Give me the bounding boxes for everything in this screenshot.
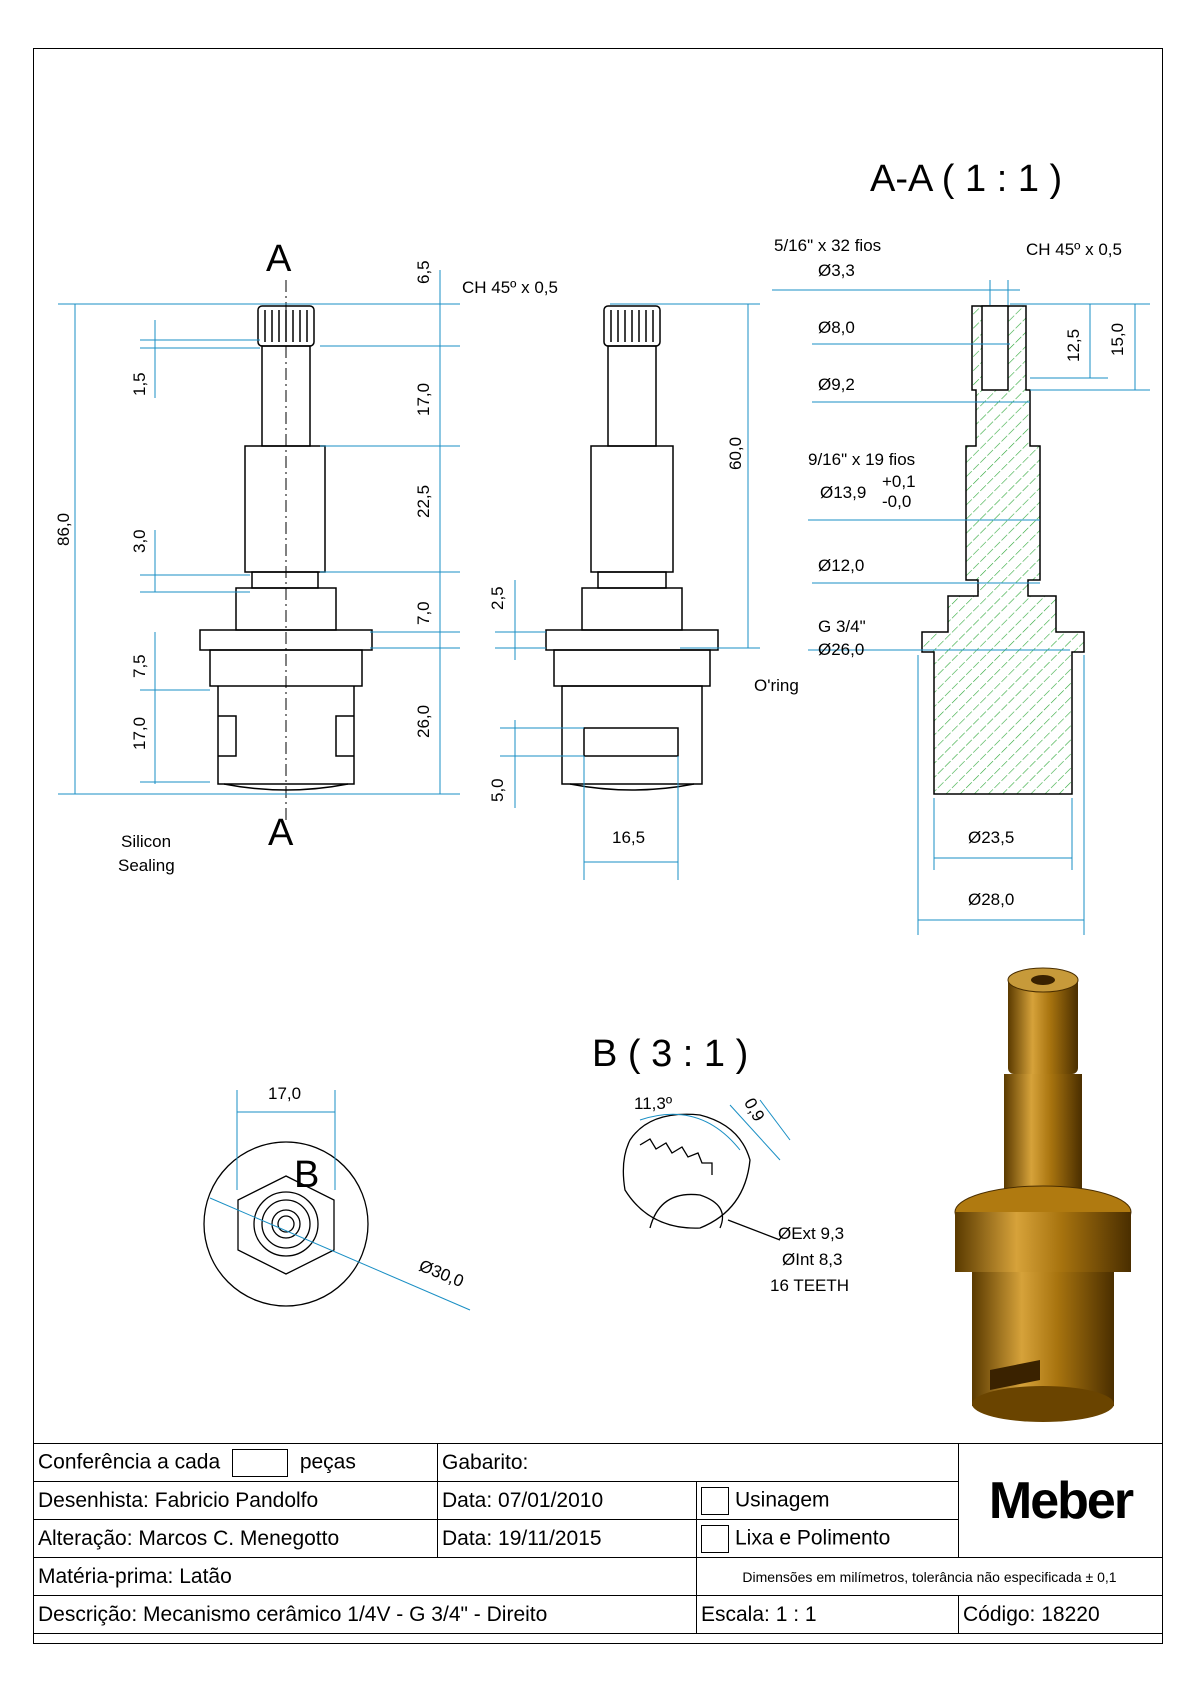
dim-6-5: 6,5	[414, 260, 433, 284]
detail-view	[622, 1113, 781, 1241]
top-dim-lines	[209, 1090, 471, 1311]
tol-plus: +0,1	[882, 472, 916, 491]
dim-17-0-top: 17,0	[414, 382, 433, 416]
data2-value: 19/11/2015	[498, 1526, 602, 1550]
alteracao-value: Marcos C. Menegotto	[138, 1526, 340, 1550]
usinagem-checkbox[interactable]	[701, 1486, 729, 1515]
lixa-checkbox[interactable]	[701, 1524, 729, 1553]
dim-5-0: 5,0	[488, 778, 507, 802]
tolerancia-note: Dimensões em milímetros, tolerância não …	[696, 1557, 1163, 1596]
data2-cell: Data: 19/11/2015	[437, 1519, 697, 1558]
data2-label: Data:	[442, 1526, 493, 1550]
silicon-label: Silicon	[121, 832, 172, 851]
part-render	[954, 967, 1132, 1422]
descricao-label: Descrição:	[38, 1602, 138, 1626]
d280-label: Ø28,0	[968, 890, 1015, 909]
detail-int: ØInt 8,3	[782, 1250, 843, 1269]
top-width-label: 17,0	[268, 1084, 302, 1103]
d92-label: Ø9,2	[818, 375, 855, 394]
materia-value: Latão	[179, 1564, 232, 1588]
dim-7-5: 7,5	[130, 654, 149, 678]
d139-label: Ø13,9	[820, 483, 867, 502]
codigo-cell: Código: 18220	[958, 1595, 1163, 1634]
dim-1-5: 1,5	[130, 372, 149, 396]
front-dim-lines	[58, 270, 460, 795]
d80-label: Ø8,0	[818, 318, 855, 337]
section-letter-top: A	[266, 238, 292, 280]
section-dim-lines	[772, 280, 1150, 935]
descricao-cell: Descrição: Mecanismo cerâmico 1/4V - G 3…	[33, 1595, 697, 1634]
top-view	[203, 1141, 369, 1307]
section-chamfer-label: CH 45º x 0,5	[1026, 240, 1122, 259]
escala-label: Escala:	[701, 1602, 770, 1626]
logo: Meber	[958, 1443, 1163, 1558]
descricao-value: Mecanismo cerâmico 1/4V - G 3/4" - Direi…	[143, 1602, 548, 1626]
escala-value: 1 : 1	[775, 1602, 817, 1626]
h125-label: 12,5	[1064, 328, 1083, 362]
escala-cell: Escala: 1 : 1	[696, 1595, 959, 1634]
desenhista-value: Fabricio Pandolfo	[154, 1488, 319, 1512]
detail-title: B ( 3 : 1 )	[592, 1033, 749, 1075]
dim-2-5: 2,5	[488, 586, 507, 610]
data1-cell: Data: 07/01/2010	[437, 1481, 697, 1520]
alteracao-cell: Alteração: Marcos C. Menegotto	[33, 1519, 438, 1558]
usinagem-label: Usinagem	[735, 1488, 830, 1512]
usinagem-cell: Usinagem	[696, 1481, 959, 1520]
oring-label: O'ring	[754, 676, 799, 695]
dim-3-0: 3,0	[130, 529, 149, 553]
side-chamfer-label: CH 45º x 0,5	[462, 278, 558, 297]
sealing-label: Sealing	[118, 856, 175, 875]
d260-label: Ø26,0	[818, 640, 865, 659]
thread-mid-label: 9/16" x 19 fios	[808, 450, 916, 469]
conferencia-input[interactable]	[231, 1448, 288, 1477]
conferencia-label: Conferência a cada	[38, 1450, 221, 1474]
desenhista-cell: Desenhista: Fabricio Pandolfo	[33, 1481, 438, 1520]
tol-minus: -0,0	[882, 492, 912, 511]
codigo-value: 18220	[1041, 1602, 1100, 1626]
side-dim-lines	[495, 303, 760, 880]
pecas-label: peças	[299, 1450, 356, 1474]
d33-label: Ø3,3	[818, 261, 855, 280]
d120-label: Ø12,0	[818, 556, 865, 575]
gabarito-cell: Gabarito:	[437, 1443, 959, 1482]
materia-label: Matéria-prima:	[38, 1564, 174, 1588]
dim-60-0: 60,0	[726, 436, 745, 470]
gabarito-label: Gabarito:	[442, 1450, 529, 1474]
dim-17-0-bottom: 17,0	[130, 716, 149, 750]
materia-cell: Matéria-prima: Latão	[33, 1557, 697, 1596]
section-view	[921, 305, 1085, 795]
conferencia-cell: Conferência a cada peças	[33, 1443, 438, 1482]
dim-7-0: 7,0	[414, 601, 433, 625]
detail-ext: ØExt 9,3	[778, 1224, 845, 1243]
desenhista-label: Desenhista:	[38, 1488, 149, 1512]
h150-label: 15,0	[1108, 322, 1127, 356]
drawing-frame	[33, 48, 1163, 1644]
g34-label: G 3/4"	[818, 617, 866, 636]
dim-86-0: 86,0	[54, 512, 73, 546]
data1-value: 07/01/2010	[498, 1488, 604, 1512]
codigo-label: Código:	[963, 1602, 1036, 1626]
detail-angle: 11,3º	[634, 1094, 673, 1113]
data1-label: Data:	[442, 1488, 493, 1512]
d235-label: Ø23,5	[968, 828, 1015, 847]
section-letter-bottom: A	[268, 812, 294, 854]
detail-dim-lines	[639, 1099, 791, 1161]
front-view	[199, 280, 373, 820]
lixa-label: Lixa e Polimento	[735, 1526, 891, 1550]
thread-top-label: 5/16" x 32 fios	[774, 236, 882, 255]
alteracao-label: Alteração:	[38, 1526, 133, 1550]
detail-letter: B	[294, 1154, 320, 1196]
side-view	[545, 305, 719, 791]
title-block: Conferência a cada peças Gabarito: Meber…	[33, 1443, 1163, 1634]
dim-16-5: 16,5	[612, 828, 646, 847]
section-title: A-A ( 1 : 1 )	[870, 158, 1063, 200]
dim-26-0: 26,0	[414, 704, 433, 738]
detail-teeth: 16 TEETH	[770, 1276, 850, 1295]
lixa-cell: Lixa e Polimento	[696, 1519, 959, 1558]
dim-22-5: 22,5	[414, 484, 433, 518]
